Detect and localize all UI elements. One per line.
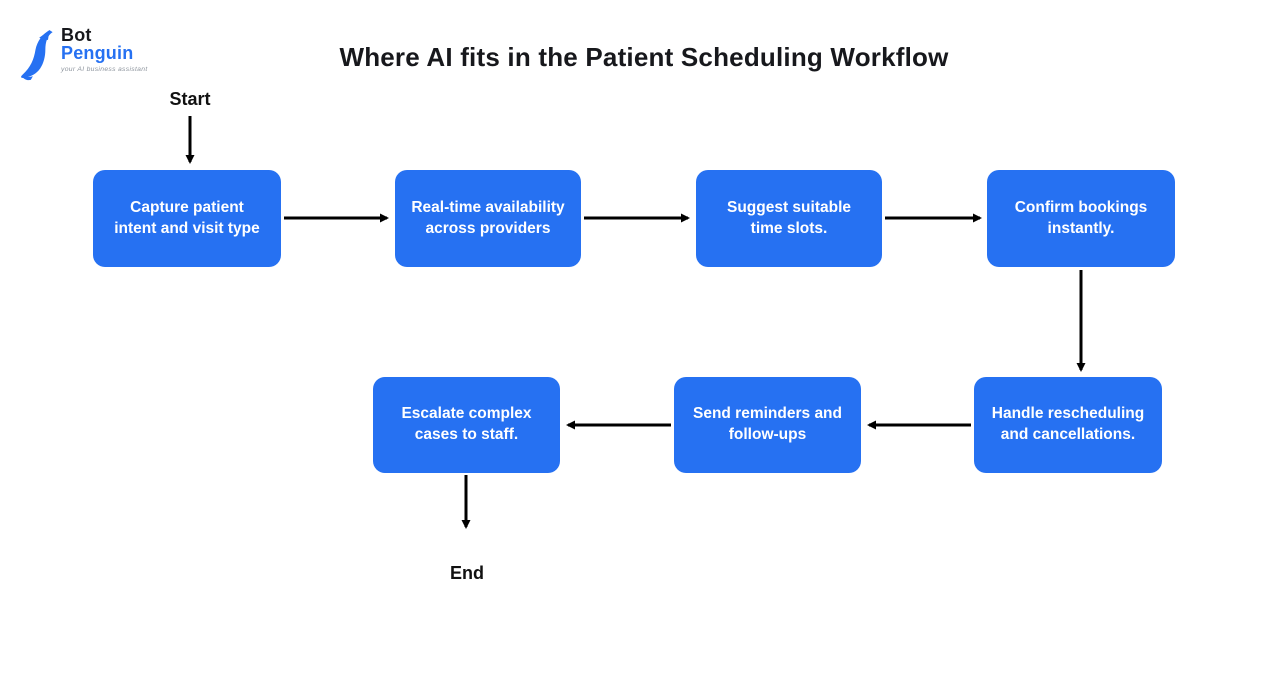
flow-node-handle-rescheduling: Handle rescheduling and cancellations. xyxy=(974,377,1162,473)
flow-node-suggest-time-slots: Suggest suitable time slots. xyxy=(696,170,882,267)
flow-node-escalate-complex-cases: Escalate complex cases to staff. xyxy=(373,377,560,473)
flow-node-capture-patient-intent: Capture patient intent and visit type xyxy=(93,170,281,267)
logo-name-bot: Bot xyxy=(61,25,92,45)
flow-node-confirm-bookings: Confirm bookings instantly. xyxy=(987,170,1175,267)
page-title: Where AI fits in the Patient Scheduling … xyxy=(339,42,949,72)
logo-text: Bot Penguin your AI business assistant xyxy=(61,26,148,74)
flow-node-send-reminders: Send reminders and follow-ups xyxy=(674,377,861,473)
penguin-icon xyxy=(21,30,53,81)
start-label: Start xyxy=(169,89,211,109)
logo-tagline: your AI business assistant xyxy=(61,65,148,73)
flow-node-realtime-availability: Real-time availability across providers xyxy=(395,170,581,267)
botpenguin-logo: Bot Penguin your AI business assistant xyxy=(15,26,165,86)
logo-name-penguin: Penguin xyxy=(61,43,134,64)
end-label: End xyxy=(450,563,484,583)
